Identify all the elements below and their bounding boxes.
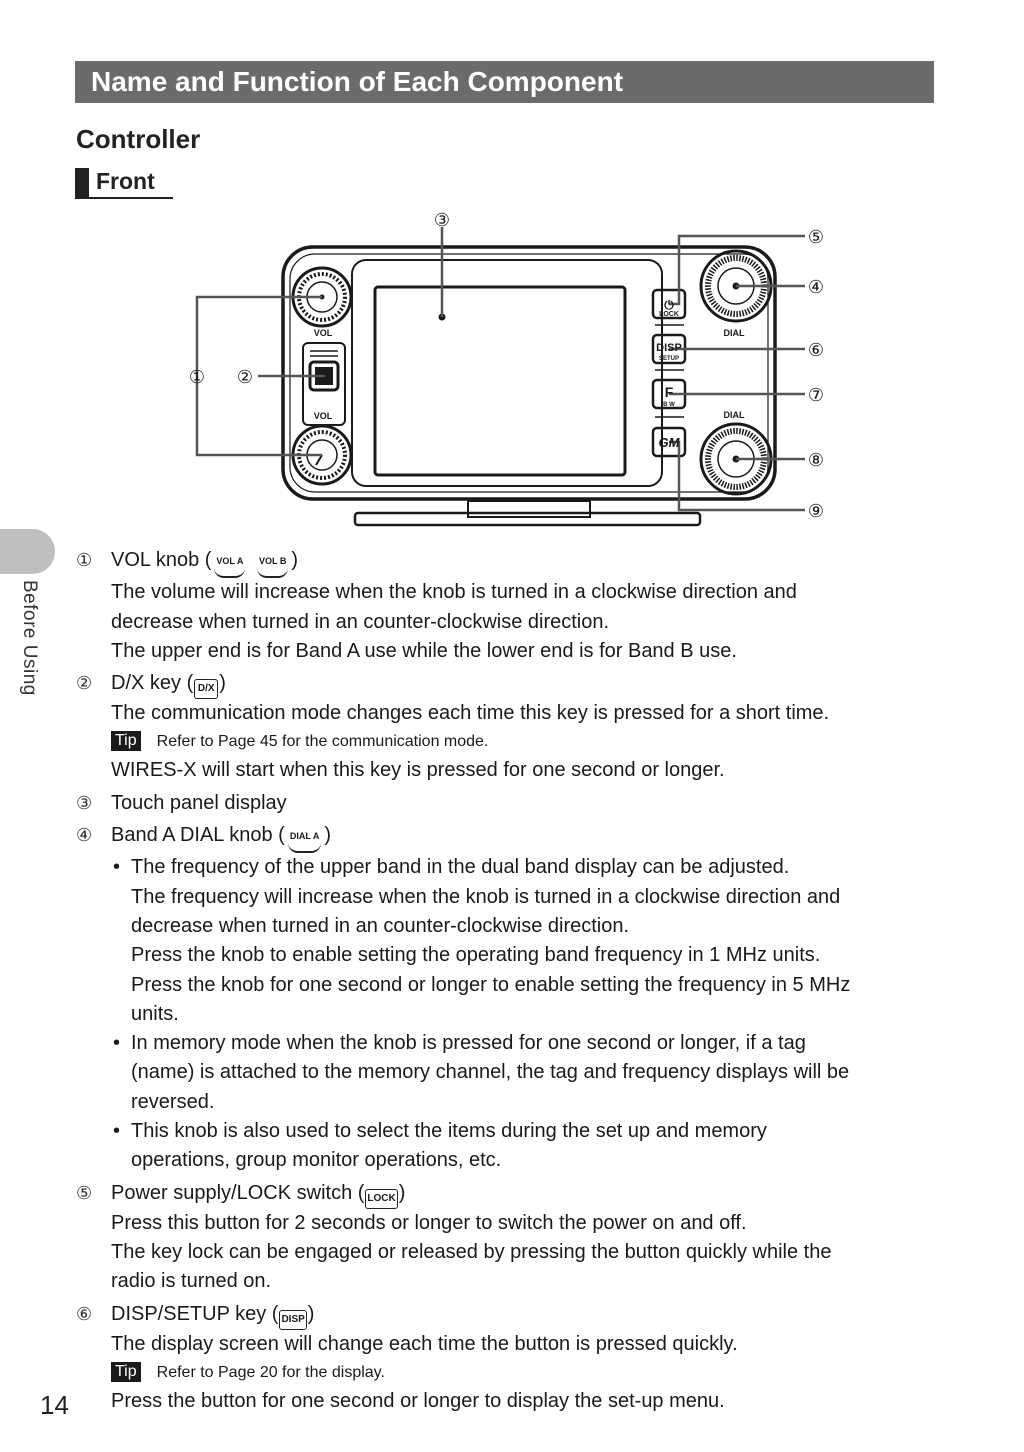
dial-a-icon: DIAL A (287, 822, 322, 854)
setup-key-label: SETUP (659, 356, 679, 362)
power-lock-key (651, 288, 687, 320)
item-title: D/X key ( (111, 672, 194, 695)
page-heading: Name and Function of Each Component (91, 66, 624, 97)
vol-label-b: VOL (314, 411, 333, 421)
bullet-point: The frequency of the upper band in the d… (111, 853, 942, 1029)
gm-key (651, 426, 687, 458)
component-list: ① VOL knob (VOL A VOL B) The volume will… (72, 546, 942, 1416)
tip-badge: Tip (111, 1361, 141, 1382)
item-title: VOL knob ( (111, 549, 212, 571)
item-number: ⑥ (76, 1303, 93, 1325)
section-header-bar: Name and Function of Each Component (75, 61, 934, 103)
stand-base (353, 511, 702, 527)
lock-key-label: LOCK (659, 311, 679, 318)
item-text: Press this button for 2 seconds or longe… (111, 1211, 747, 1234)
item-title: Power supply/LOCK switch ( (111, 1181, 365, 1204)
item-number: ④ (76, 825, 93, 847)
item-title: Band A DIAL knob ( (111, 824, 285, 847)
tip-badge: Tip (111, 731, 141, 752)
callout-3: ③ (434, 210, 450, 231)
disp-key-label: DISP (656, 342, 682, 354)
f-key-label: F (665, 384, 674, 400)
gm-key-label: GM (659, 435, 681, 450)
dx-key-frame (302, 342, 346, 426)
item-text: Press the button for one second or longe… (111, 1389, 725, 1412)
side-thumb-tab (0, 529, 55, 574)
bullet-point: This knob is also used to select the ite… (111, 1117, 942, 1176)
item-number: ⑤ (76, 1182, 93, 1204)
item-text: WIRES-X will start when this key is pres… (111, 759, 725, 782)
item-number: ③ (76, 792, 93, 814)
page-number: 14 (40, 1390, 69, 1420)
callout-6: ⑥ (808, 340, 824, 361)
power-key-glyph: ⏻ (664, 298, 674, 312)
item-text: The display screen will change each time… (111, 1332, 738, 1355)
controller-heading: Controller (76, 124, 201, 154)
item-text: The volume will increase when the knob i… (111, 581, 797, 604)
touch-display (373, 285, 627, 477)
item-text: The upper end is for Band A use while th… (111, 639, 737, 662)
side-chapter-label: Before Using (19, 580, 40, 696)
vol-a-icon: VOL A (214, 547, 246, 579)
callout-4: ④ (808, 277, 824, 298)
dial-label-a: DIAL (724, 328, 745, 338)
item-number: ② (76, 673, 93, 695)
list-item: ⑥ DISP/SETUP key (DISP) The display scre… (72, 1300, 942, 1417)
item-text: The communication mode changes each time… (111, 702, 830, 725)
item-text: radio is turned on. (111, 1270, 272, 1293)
controller-body-inner (289, 253, 769, 493)
vol-label-a: VOL (314, 328, 333, 338)
callout-5: ⑤ (808, 227, 824, 248)
controller-body (281, 245, 777, 501)
front-subheading: Front (75, 167, 173, 199)
vol-b-icon: VOL B (257, 547, 289, 579)
bullet-point: In memory mode when the knob is pressed … (111, 1029, 942, 1117)
item-text: decrease when turned in an counter-clock… (111, 610, 610, 633)
item-title: Touch panel display (111, 791, 287, 814)
list-item: ③ Touch panel display (72, 789, 942, 818)
power-lock-icon: LOCK (365, 1188, 398, 1209)
controller-front-diagram: ⏻ LOCK DISP SETUP F B W GM VOL VOL DIAL … (189, 210, 824, 527)
callout-7: ⑦ (808, 385, 824, 406)
item-title: DISP/SETUP key ( (111, 1302, 279, 1325)
tip-text: Refer to Page 20 for the display. (156, 1363, 385, 1381)
dial-label-b: DIAL (724, 410, 745, 420)
list-item: ① VOL knob (VOL A VOL B) The volume will… (72, 546, 942, 666)
screen-bezel (351, 259, 663, 487)
bw-key-label: B W (663, 402, 675, 408)
list-item: ⑤ Power supply/LOCK switch (LOCK) Press … (72, 1179, 942, 1297)
dx-key-icon: D/X (194, 679, 219, 700)
callout-1: ① (189, 367, 205, 388)
callout-8: ⑧ (808, 450, 824, 471)
callout-9: ⑨ (808, 501, 824, 522)
disp-key-icon: DISP (279, 1309, 307, 1330)
callout-2: ② (237, 367, 253, 388)
item-text: The key lock can be engaged or released … (111, 1240, 832, 1263)
list-item: ④ Band A DIAL knob (DIAL A) The frequenc… (72, 821, 942, 1176)
item-number: ① (76, 550, 93, 571)
list-item: ② D/X key (D/X) The communication mode c… (72, 669, 942, 786)
stand-neck (467, 500, 591, 518)
tip-text: Refer to Page 45 for the communication m… (156, 733, 489, 751)
